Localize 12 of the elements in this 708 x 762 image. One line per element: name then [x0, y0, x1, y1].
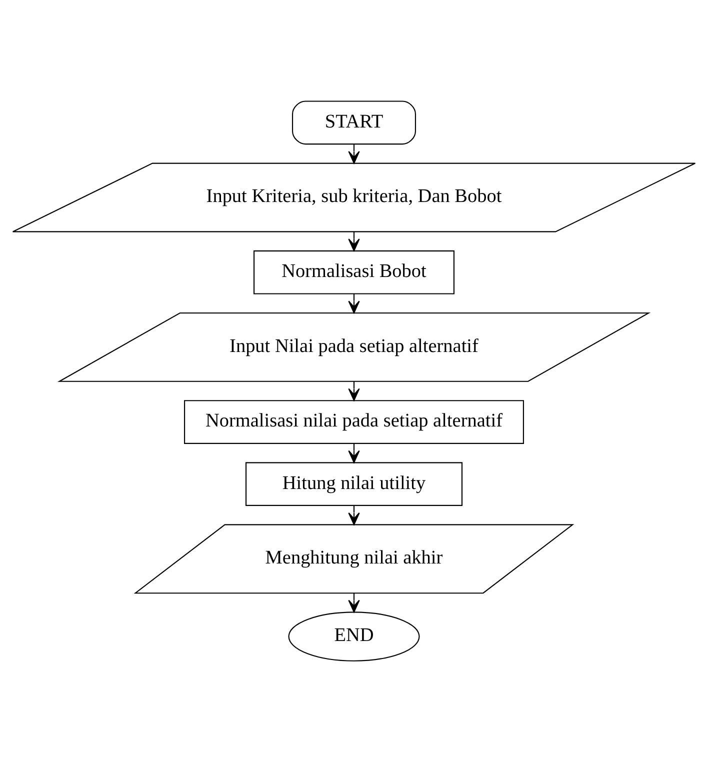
node-box: Hitung nilai utility: [245, 462, 463, 506]
arrow: [348, 506, 360, 526]
arrow: [348, 294, 360, 314]
node-box: Normalisasi Bobot: [254, 250, 454, 294]
arrow: [348, 444, 360, 464]
arrow: [348, 144, 360, 164]
arrow: [348, 382, 360, 401]
node-box: Normalisasi nilai pada setiap alternatif: [184, 400, 524, 444]
node-box: START: [292, 100, 416, 145]
node-ellipse: END: [288, 612, 420, 662]
arrow: [348, 232, 360, 252]
arrow: [348, 593, 360, 613]
